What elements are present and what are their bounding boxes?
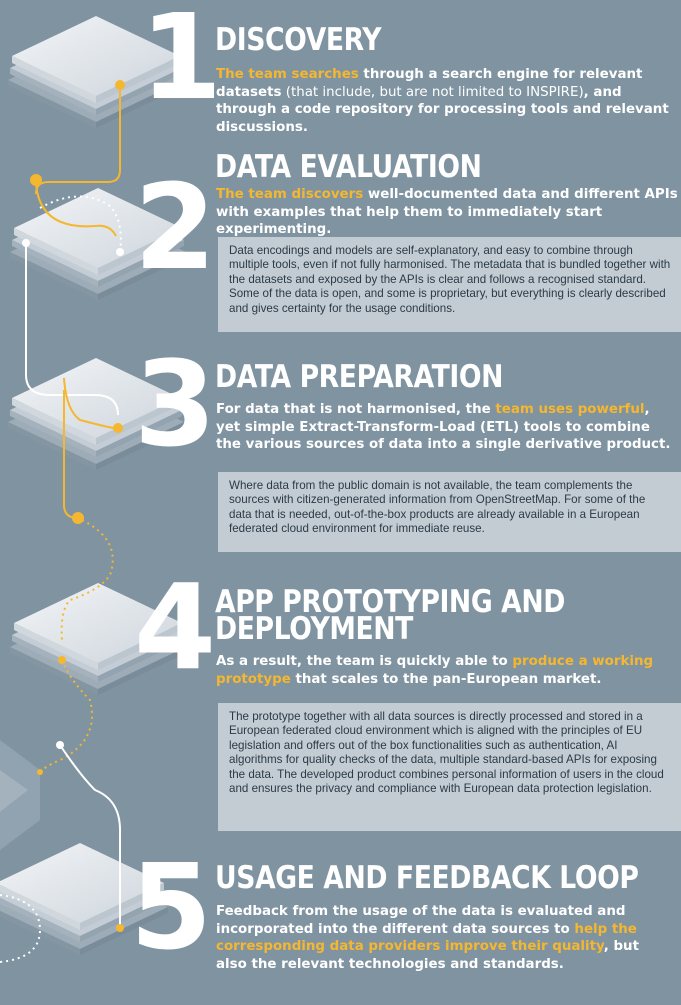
step-number-2: 2 — [134, 158, 216, 296]
lead-text: through a search engine for relevant dat… — [216, 67, 643, 100]
highlight-text: produce a working prototype — [216, 654, 654, 687]
step-2-detail-box: Data encodings and models are self-expla… — [218, 237, 681, 332]
step-4-detail-box: The prototype together with all data sou… — [218, 703, 681, 831]
step-3-lead: For data that is not harmonised, the tea… — [216, 401, 671, 454]
lead-text: Feedback from the usage of the data is e… — [216, 904, 626, 937]
step-number-4: 4 — [134, 558, 216, 696]
step-5-lead: Feedback from the usage of the data is e… — [216, 903, 656, 973]
step-3-title: DATA PREPARATION — [215, 359, 504, 395]
highlight-text: team uses powerful — [495, 402, 645, 417]
step-1-title: DISCOVERY — [215, 22, 382, 58]
lead-text-normal: (that include, but are not limited to IN… — [281, 84, 584, 100]
step-number-3: 3 — [134, 335, 216, 473]
step-2-lead: The team discovers well-documented data … — [216, 186, 681, 239]
step-1-lead: The team searches through a search engin… — [216, 66, 678, 136]
step-4-title-line2: DEPLOYMENT — [215, 611, 413, 647]
step-4-title-line1: APP PROTOTYPING AND — [215, 584, 565, 620]
step-5-title: USAGE AND FEEDBACK LOOP — [215, 860, 639, 896]
lead-text: As a result, the team is quickly able to — [216, 654, 513, 669]
step-4-lead: As a result, the team is quickly able to… — [216, 653, 656, 688]
highlight-text: The team discovers — [216, 187, 364, 202]
step-number-1: 1 — [140, 0, 222, 126]
step-2-title: DATA EVALUATION — [215, 149, 482, 185]
step-3-detail-box: Where data from the public domain is not… — [218, 472, 681, 552]
lead-text: For data that is not harmonised, the — [216, 402, 496, 417]
highlight-text: help the corresponding data providers im… — [216, 921, 637, 955]
highlight-text: The team searches — [216, 67, 359, 82]
lead-text: that scales to the pan-European market. — [290, 671, 602, 687]
lead-text: , and through a code repository for proc… — [216, 84, 669, 135]
step-number-5: 5 — [130, 838, 212, 976]
lead-text: , but also the relevant technologies and… — [216, 939, 639, 972]
lead-text: , yet simple Extract-Transform-Load (ETL… — [216, 402, 671, 452]
lead-text: well-documented data and different APIs … — [216, 187, 678, 237]
